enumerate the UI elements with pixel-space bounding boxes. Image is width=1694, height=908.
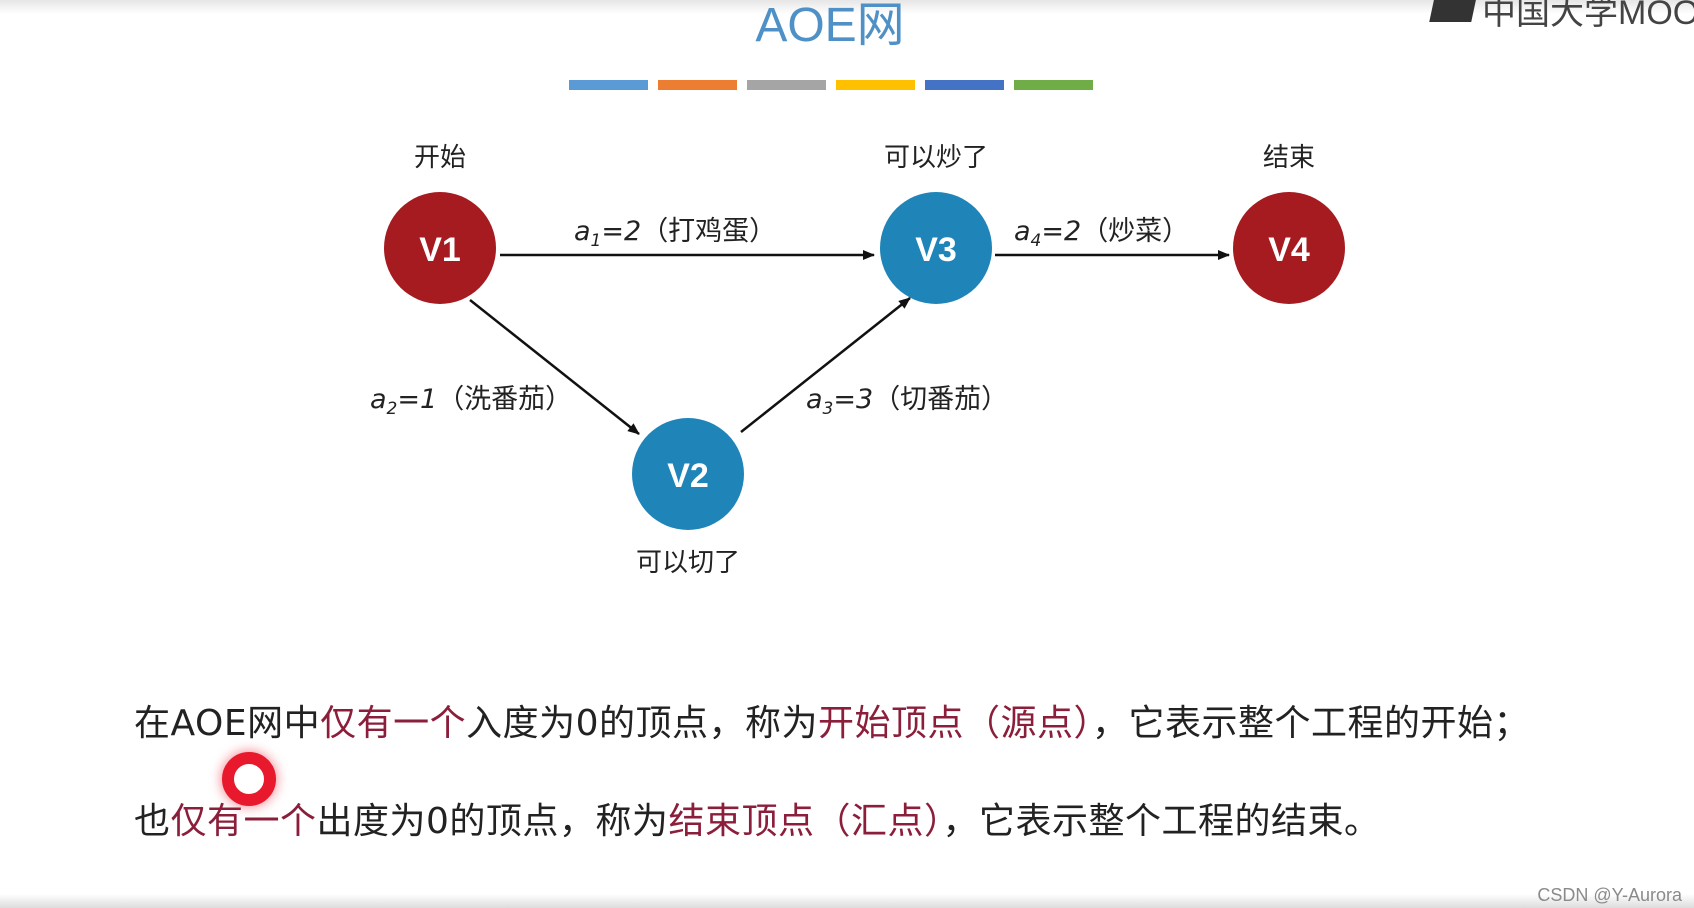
edge-label-a4: a4=2（炒菜）	[1014, 216, 1189, 251]
stripe-2	[658, 80, 737, 90]
top-shade	[0, 0, 1694, 14]
edge-label-a3-value: =3	[833, 384, 873, 415]
edge-label-a2-var: a	[370, 384, 387, 415]
edge-label-a3: a3=3（切番茄）	[806, 384, 1008, 419]
watermark: CSDN @Y-Aurora	[1537, 885, 1682, 905]
edge-label-a2-desc: （洗番茄）	[437, 384, 572, 415]
color-stripes	[569, 80, 1093, 90]
edge-label-a4-sub: 4	[1031, 231, 1042, 251]
node-v4-caption: 结束	[1263, 143, 1315, 173]
stripe-1	[569, 80, 648, 90]
bottom-bar	[0, 894, 1694, 908]
mooc-logo-text: 中国大学MOOC	[1482, 0, 1694, 32]
edge-label-a3-desc: （切番茄）	[873, 384, 1008, 415]
line2-part1: 也	[134, 801, 171, 842]
node-v4	[1233, 192, 1345, 304]
node-v1-label: V1	[419, 231, 461, 269]
line1-highlight-source: 开始顶点（源点）	[818, 703, 1093, 744]
stripe-6	[1014, 80, 1093, 90]
node-v2-caption: 可以切了	[636, 548, 740, 578]
edge-label-a3-sub: 3	[823, 399, 834, 419]
node-v4-label: V4	[1268, 231, 1310, 269]
definition-line-1: 在AOE网中仅有一个入度为0的顶点，称为开始顶点（源点），它表示整个工程的开始；	[134, 694, 1530, 746]
edge-label-a2: a2=1（洗番茄）	[370, 384, 572, 419]
edge-label-a1-desc: （打鸡蛋）	[641, 216, 776, 247]
edge-label-a1-sub: 1	[591, 231, 602, 251]
node-v2	[632, 418, 744, 530]
edge-v1-v2	[469, 299, 640, 435]
edge-label-a4-var: a	[1014, 216, 1031, 247]
pointer-cursor-icon	[222, 752, 276, 806]
stripe-5	[925, 80, 1004, 90]
line2-part3: ，它表示整个工程的结束。	[942, 801, 1381, 842]
edge-label-a3-var: a	[806, 384, 823, 415]
line1-part3: ，它表示整个工程的开始；	[1092, 703, 1531, 744]
line1-part2: 入度为0的顶点，称为	[466, 703, 818, 744]
node-v3	[880, 192, 992, 304]
stripe-3	[747, 80, 826, 90]
mooc-logo: 中国大学MOOC	[1429, 0, 1694, 32]
edge-label-a2-sub: 2	[387, 399, 398, 419]
line2-part2: 出度为0的顶点，称为	[316, 801, 669, 842]
edge-v2-v3	[740, 297, 911, 433]
node-v1	[384, 192, 496, 304]
line1-part1: 在AOE网中	[134, 703, 321, 744]
edge-label-a1-value: =2	[601, 216, 641, 247]
edge-label-a4-value: =2	[1041, 216, 1081, 247]
page-title: AOE网	[755, 0, 905, 52]
node-v2-label: V2	[667, 457, 709, 495]
node-v3-label: V3	[915, 231, 957, 269]
edge-label-a2-value: =1	[397, 384, 437, 415]
edge-label-a1-var: a	[574, 216, 591, 247]
node-v1-caption: 开始	[414, 143, 466, 173]
definition-line-2: 也仅有一个出度为0的顶点，称为结束顶点（汇点），它表示整个工程的结束。	[134, 792, 1380, 844]
edge-label-a1: a1=2（打鸡蛋）	[574, 216, 776, 251]
edge-label-a4-desc: （炒菜）	[1081, 216, 1189, 247]
node-v3-caption: 可以炒了	[884, 143, 988, 173]
line1-highlight-only-one: 仅有一个	[320, 703, 467, 744]
line2-highlight-only-one: 仅有一个	[170, 801, 317, 842]
stripe-4	[836, 80, 915, 90]
line2-highlight-sink: 结束顶点（汇点）	[668, 801, 943, 842]
